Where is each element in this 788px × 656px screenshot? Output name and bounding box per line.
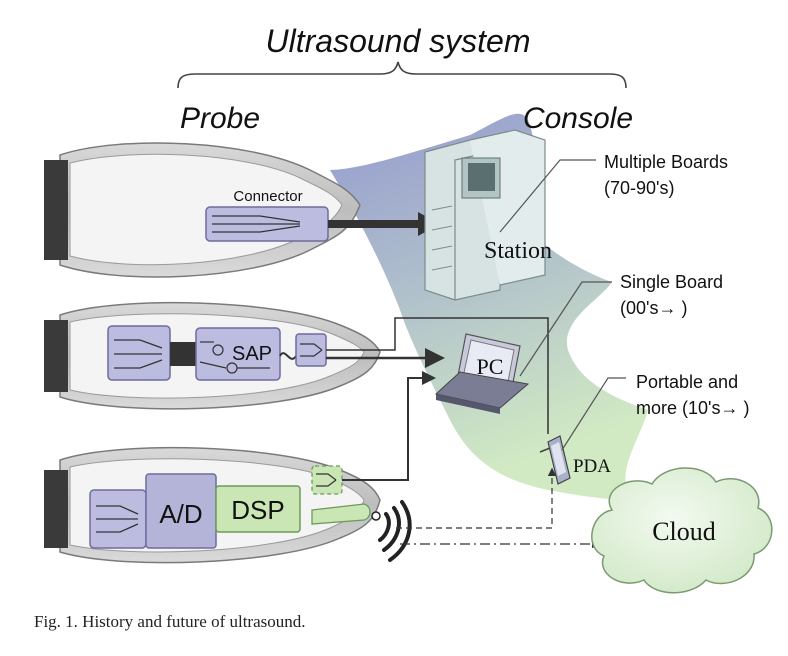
era-2-line2: (00's→ ) <box>620 298 687 318</box>
era-3-line2: more (10's→ ) <box>636 398 749 418</box>
connector-lines <box>212 215 301 233</box>
era-callout-2: Single Board (00's→ ) <box>519 272 723 377</box>
cloud-icon <box>591 467 773 594</box>
transducer-module-2 <box>107 325 171 381</box>
pda-device-icon <box>539 435 571 485</box>
era-3-line1: Portable and <box>636 372 738 392</box>
era-callout-1: Multiple Boards (70-90's) <box>499 152 728 233</box>
wireless-antenna-module <box>311 503 371 525</box>
diagram-title: Ultrasound system <box>266 23 531 59</box>
era-2-line1: Single Board <box>620 272 723 292</box>
figure-caption: Fig. 1. History and future of ultrasound… <box>34 612 306 631</box>
ad-label: A/D <box>159 499 202 529</box>
sap-label: SAP <box>232 343 272 365</box>
console-label: Console <box>523 102 633 135</box>
cloud-label: Cloud <box>652 517 716 546</box>
station-label: Station <box>484 238 552 264</box>
probe3-to-pc-line <box>342 371 436 481</box>
station-server-icon <box>424 129 546 301</box>
dsp-label: DSP <box>231 495 284 525</box>
pda-label: PDA <box>573 456 611 477</box>
era-1-line1: Multiple Boards <box>604 152 728 172</box>
wireless-to-pda-line <box>396 467 557 529</box>
probe-label: Probe <box>180 102 260 135</box>
connector-label: Connector <box>233 188 302 205</box>
pc-laptop-icon <box>434 333 530 414</box>
console-flame-background <box>330 113 648 500</box>
dsp-module <box>215 485 301 533</box>
title-brace <box>177 61 627 89</box>
output-module-3 <box>311 465 343 495</box>
pc-label: PC <box>477 354 504 379</box>
wireless-signal-icon <box>371 500 412 562</box>
era-1-line2: (70-90's) <box>604 178 674 198</box>
sap-module <box>195 327 281 381</box>
era-callout-3: Portable and more (10's→ ) <box>561 372 749 451</box>
probe2-to-pc-line <box>326 317 549 434</box>
